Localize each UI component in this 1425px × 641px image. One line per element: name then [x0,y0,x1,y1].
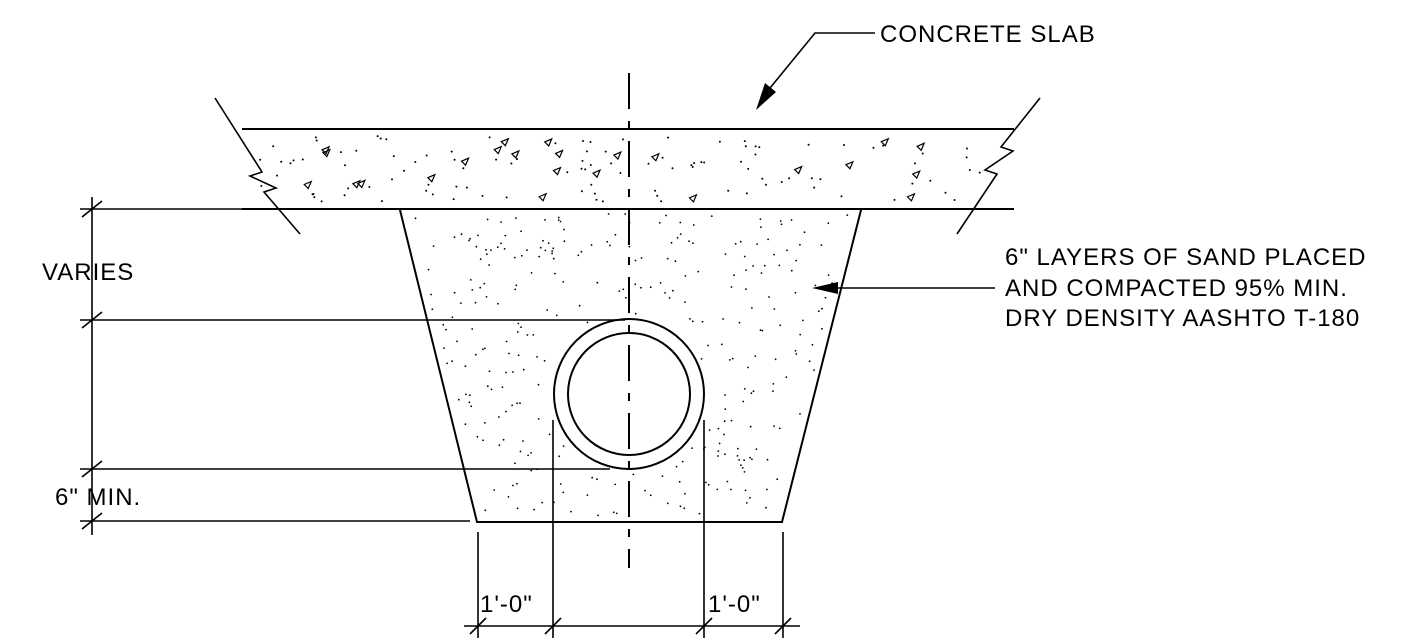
sand-fill-texture [414,213,849,517]
sand-trench [398,208,863,523]
slab-left-break-line [214,97,301,235]
min-cover-label: 6" MIN. [55,484,141,511]
horizontal-dimensions [464,420,800,638]
concrete-slab [214,97,1041,235]
right-clearance-label: 1'-0" [708,591,761,618]
sand-note-line-1: 6" LAYERS OF SAND PLACED [1005,244,1367,271]
slab-leader [756,32,875,110]
trench-outline [398,208,863,523]
vertical-dimensions [80,197,625,535]
slab-right-break-line [956,97,1041,235]
slab-aggregate-texture [259,135,981,203]
sand-note-line-3: DRY DENSITY AASHTO T-180 [1005,305,1360,332]
sand-note-line-2: AND COMPACTED 95% MIN. [1005,275,1348,302]
slab-label: CONCRETE SLAB [880,21,1096,48]
left-clearance-label: 1'-0" [480,591,533,618]
sand-leader [812,282,995,294]
varies-label: VARIES [42,259,134,286]
